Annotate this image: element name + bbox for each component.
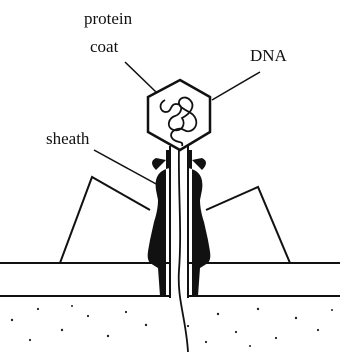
dna-label: DNA [250,46,288,65]
tail-sheath [148,150,170,296]
cytoplasm-stipple [11,305,333,347]
protein-coat-label-line1: protein [84,9,133,28]
sheath-leader [94,150,158,185]
protein-coat-leader [125,62,156,92]
sheath-collar-left [152,158,166,170]
protein-coat-label-line2: coat [90,37,119,56]
tail-sheath-right [188,150,210,296]
sheath-label: sheath [46,129,90,148]
right-tail-fiber [206,187,290,263]
left-tail-fiber [60,177,150,263]
dna-leader [212,72,260,100]
sheath-collar-right [192,158,206,170]
